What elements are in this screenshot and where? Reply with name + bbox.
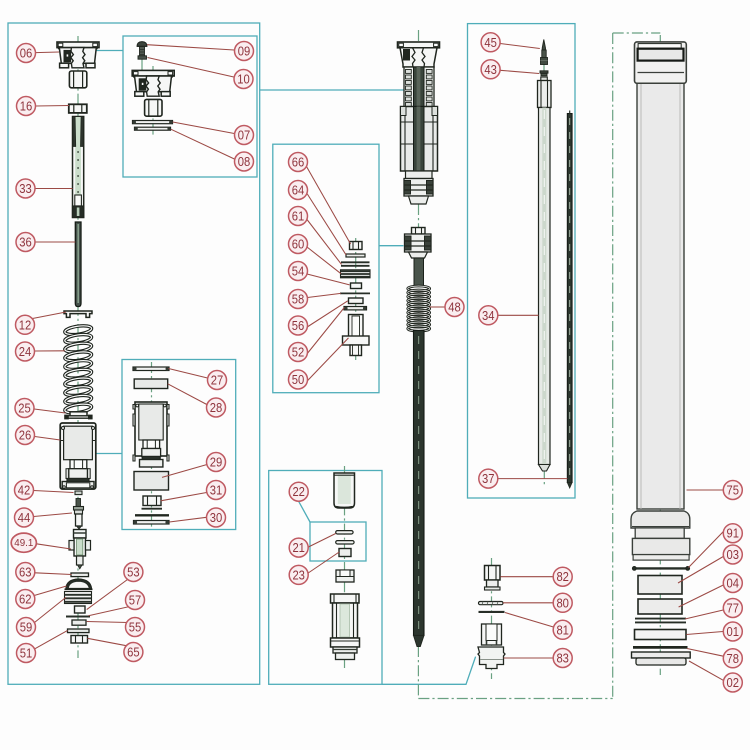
svg-text:56: 56 [292,319,305,333]
svg-text:24: 24 [19,345,32,359]
svg-text:60: 60 [292,238,305,252]
svg-text:45: 45 [484,36,497,50]
svg-text:48: 48 [448,301,461,315]
svg-text:58: 58 [292,293,305,307]
svg-text:66: 66 [292,156,305,170]
svg-text:28: 28 [210,401,223,415]
svg-text:42: 42 [18,484,31,498]
svg-text:61: 61 [292,210,305,224]
svg-text:07: 07 [238,129,251,143]
svg-text:26: 26 [19,429,32,443]
svg-text:30: 30 [210,511,223,525]
svg-text:53: 53 [127,566,140,580]
svg-text:43: 43 [484,63,497,77]
svg-text:51: 51 [20,647,33,661]
svg-text:23: 23 [292,568,305,582]
svg-text:31: 31 [210,484,223,498]
svg-text:78: 78 [727,652,740,666]
svg-text:62: 62 [19,593,32,607]
svg-text:25: 25 [18,402,31,416]
svg-text:12: 12 [19,318,32,332]
svg-text:34: 34 [482,309,495,323]
svg-text:10: 10 [237,73,250,87]
svg-text:65: 65 [127,646,140,660]
svg-text:82: 82 [556,570,569,584]
svg-text:59: 59 [20,621,33,635]
svg-text:49.1: 49.1 [14,538,33,549]
svg-text:37: 37 [482,472,495,486]
svg-text:03: 03 [727,548,740,562]
svg-text:33: 33 [19,182,32,196]
svg-text:81: 81 [556,623,569,637]
svg-text:08: 08 [238,155,251,169]
svg-text:75: 75 [727,484,740,498]
svg-text:06: 06 [20,47,33,61]
svg-text:91: 91 [727,527,740,541]
svg-text:22: 22 [292,485,305,499]
svg-text:64: 64 [292,184,305,198]
svg-text:83: 83 [556,652,569,666]
svg-text:63: 63 [19,566,32,580]
svg-text:01: 01 [727,625,740,639]
svg-text:50: 50 [292,373,305,387]
svg-text:21: 21 [292,541,305,555]
svg-text:54: 54 [292,265,305,279]
svg-text:29: 29 [210,456,223,470]
svg-text:55: 55 [129,621,142,635]
svg-text:09: 09 [238,45,251,59]
svg-text:44: 44 [18,511,31,525]
svg-text:16: 16 [20,100,33,114]
svg-text:77: 77 [727,602,740,616]
svg-text:27: 27 [211,374,224,388]
svg-text:52: 52 [292,346,305,360]
svg-text:36: 36 [19,236,32,250]
svg-text:57: 57 [129,594,142,608]
svg-text:80: 80 [556,596,569,610]
svg-text:04: 04 [727,577,740,591]
svg-text:02: 02 [727,676,740,690]
